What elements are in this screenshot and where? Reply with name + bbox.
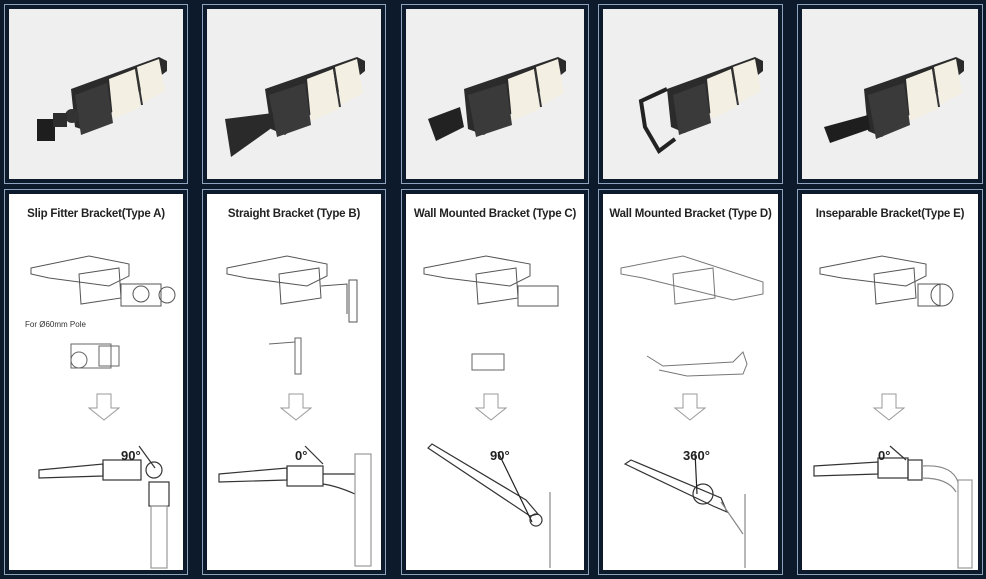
wall-mount-c-install-diagram — [423, 255, 559, 568]
bracket-title-type-e: Inseparable Bracket(Type E) — [815, 208, 965, 220]
drawing-cell-type-d: Wall Mounted Bracket (Type D) 360° — [598, 189, 783, 575]
drawing-cell-type-a: Slip Fitter Bracket(Type A) — [4, 189, 188, 575]
rotation-angle-type-d: 360° — [683, 448, 710, 463]
inseparable-arm-fixture-icon — [824, 57, 964, 143]
rotation-angle-type-b: 0° — [295, 448, 308, 463]
photo-cell-type-b — [202, 4, 386, 184]
inseparable-bracket-install-diagram — [813, 255, 973, 569]
drawing-type-e: Inseparable Bracket(Type E) 0° — [802, 194, 978, 570]
drawing-type-b: Straight Bracket (Type B) — [207, 194, 381, 570]
rotation-angle-type-c: 90° — [490, 448, 510, 463]
pole-size-note: For Ø60mm Pole — [25, 320, 86, 329]
straight-arm-fixture-icon — [225, 57, 365, 157]
down-arrow-icon — [474, 393, 508, 421]
drawing-cell-type-e: Inseparable Bracket(Type E) 0° — [797, 189, 983, 575]
drawing-type-c: Wall Mounted Bracket (Type C) 90° — [406, 194, 584, 570]
yoke-mount-fixture-icon — [638, 57, 763, 154]
down-arrow-icon — [872, 393, 906, 421]
photo-type-d — [603, 9, 778, 179]
bracket-title-type-b: Straight Bracket (Type B) — [227, 208, 361, 220]
photo-type-a — [9, 9, 183, 179]
photo-cell-type-c — [401, 4, 589, 184]
photo-type-e — [802, 9, 978, 179]
wall-mount-d-install-diagram — [620, 255, 764, 568]
photo-cell-type-d — [598, 4, 783, 184]
bracket-title-type-d: Wall Mounted Bracket (Type D) — [609, 208, 772, 220]
down-arrow-icon — [673, 393, 707, 421]
drawing-cell-type-b: Straight Bracket (Type B) — [202, 189, 386, 575]
bracket-title-type-a: Slip Fitter Bracket(Type A) — [27, 208, 165, 220]
straight-bracket-install-diagram — [218, 255, 372, 567]
drawing-cell-type-c: Wall Mounted Bracket (Type C) 90° — [401, 189, 589, 575]
drawing-type-a: Slip Fitter Bracket(Type A) — [9, 194, 183, 570]
down-arrow-icon — [279, 393, 313, 421]
rotation-angle-type-a: 90° — [121, 448, 141, 463]
photo-type-c — [406, 9, 584, 179]
wall-mount-fixture-icon — [428, 57, 566, 141]
slip-fitter-fixture-icon — [37, 57, 167, 141]
photo-cell-type-e — [797, 4, 983, 184]
rotation-angle-type-e: 0° — [878, 448, 891, 463]
down-arrow-icon — [87, 393, 121, 421]
drawing-type-d: Wall Mounted Bracket (Type D) 360° — [603, 194, 778, 570]
photo-type-b — [207, 9, 381, 179]
bracket-title-type-c: Wall Mounted Bracket (Type C) — [413, 208, 577, 220]
photo-cell-type-a — [4, 4, 188, 184]
slip-fitter-install-diagram — [30, 255, 176, 569]
